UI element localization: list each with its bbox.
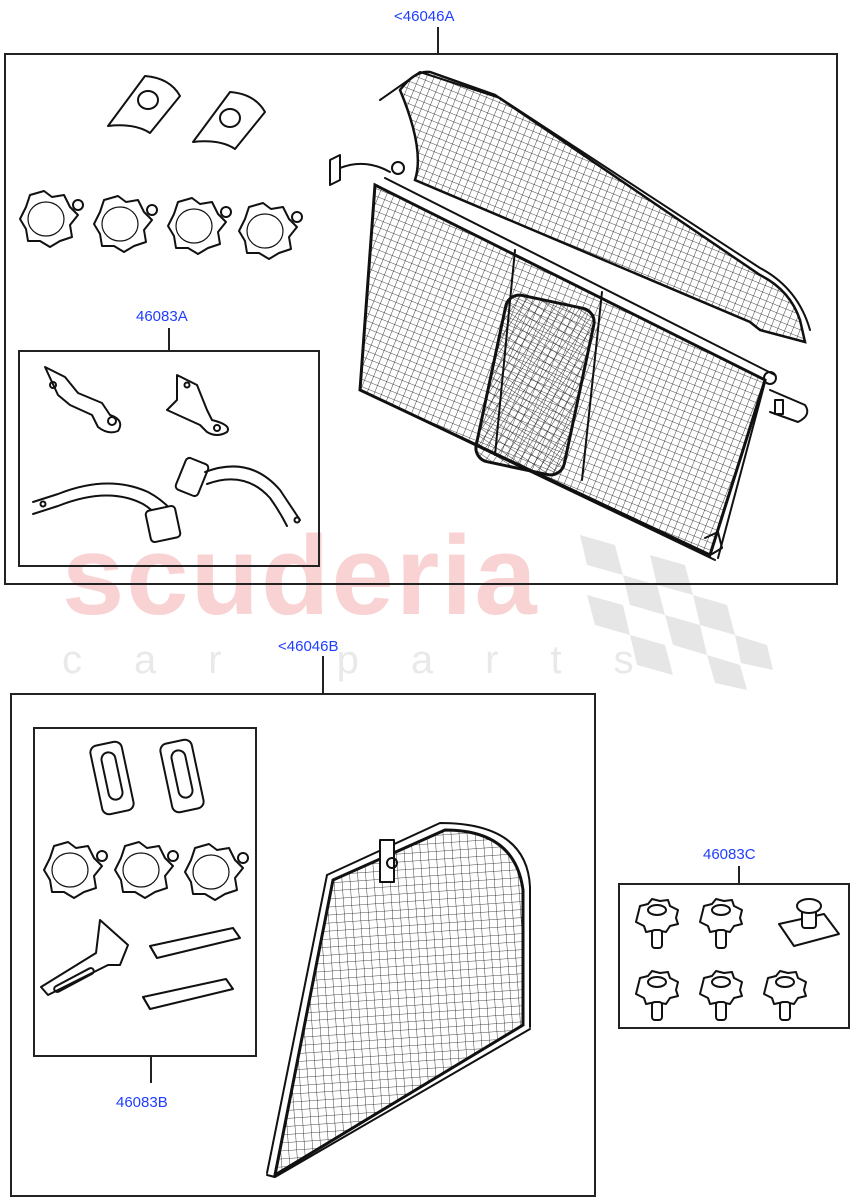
tapered-plate-icon[interactable] <box>185 84 275 154</box>
subgroup-46083A-box <box>18 350 320 567</box>
leader-line-46083C <box>738 866 740 884</box>
group-46083C-box <box>618 883 850 1029</box>
leader-line-46083B <box>150 1057 152 1083</box>
rubber-pad-icon[interactable] <box>145 924 245 969</box>
mounting-bracket-icon[interactable] <box>40 365 130 435</box>
callout-46046B[interactable]: <46046B <box>278 638 339 655</box>
mesh-guard-icon[interactable] <box>320 60 820 570</box>
star-knob-icon[interactable] <box>166 192 236 257</box>
leader-line-46046B <box>322 656 324 694</box>
callout-46083C[interactable]: 46083C <box>703 846 756 863</box>
star-knob-screw-icon[interactable] <box>696 968 746 1023</box>
curved-support-arm-icon[interactable] <box>174 450 315 535</box>
tapered-plate-icon[interactable] <box>100 68 190 138</box>
callout-46083A[interactable]: 46083A <box>136 308 188 325</box>
callout-46083B[interactable]: 46083B <box>116 1094 168 1111</box>
star-knob-icon[interactable] <box>18 185 88 250</box>
group-46046B-box <box>10 693 596 1197</box>
leader-line-46083A <box>168 328 170 350</box>
star-knob-icon[interactable] <box>237 197 307 262</box>
group-46046A-box <box>4 53 838 585</box>
checkered-flag-icon <box>580 535 773 690</box>
subgroup-46083B-box <box>33 727 257 1057</box>
rubber-pad-icon[interactable] <box>138 975 238 1020</box>
slotted-plate-icon[interactable] <box>89 737 140 819</box>
star-knob-screw-icon[interactable] <box>760 968 810 1023</box>
watermark-logo-text: scuderia <box>62 513 539 638</box>
leader-line-46046A <box>437 27 439 53</box>
watermark-sub-text: car parts <box>62 638 686 682</box>
slotted-bracket-icon[interactable] <box>38 915 133 1000</box>
mounting-bracket-icon[interactable] <box>162 370 242 440</box>
star-knob-icon[interactable] <box>92 190 162 255</box>
star-knob-icon[interactable] <box>42 836 112 901</box>
star-knob-screw-icon[interactable] <box>632 896 682 951</box>
slotted-plate-icon[interactable] <box>159 735 210 817</box>
star-knob-screw-icon[interactable] <box>696 896 746 951</box>
stud-plate-icon[interactable] <box>774 896 844 951</box>
star-knob-screw-icon[interactable] <box>632 968 682 1023</box>
mesh-divider-panel-icon[interactable] <box>265 815 535 1185</box>
curved-support-arm-icon[interactable] <box>28 462 188 544</box>
star-knob-icon[interactable] <box>183 838 253 903</box>
star-knob-icon[interactable] <box>113 836 183 901</box>
callout-46046A[interactable]: <46046A <box>394 8 455 25</box>
